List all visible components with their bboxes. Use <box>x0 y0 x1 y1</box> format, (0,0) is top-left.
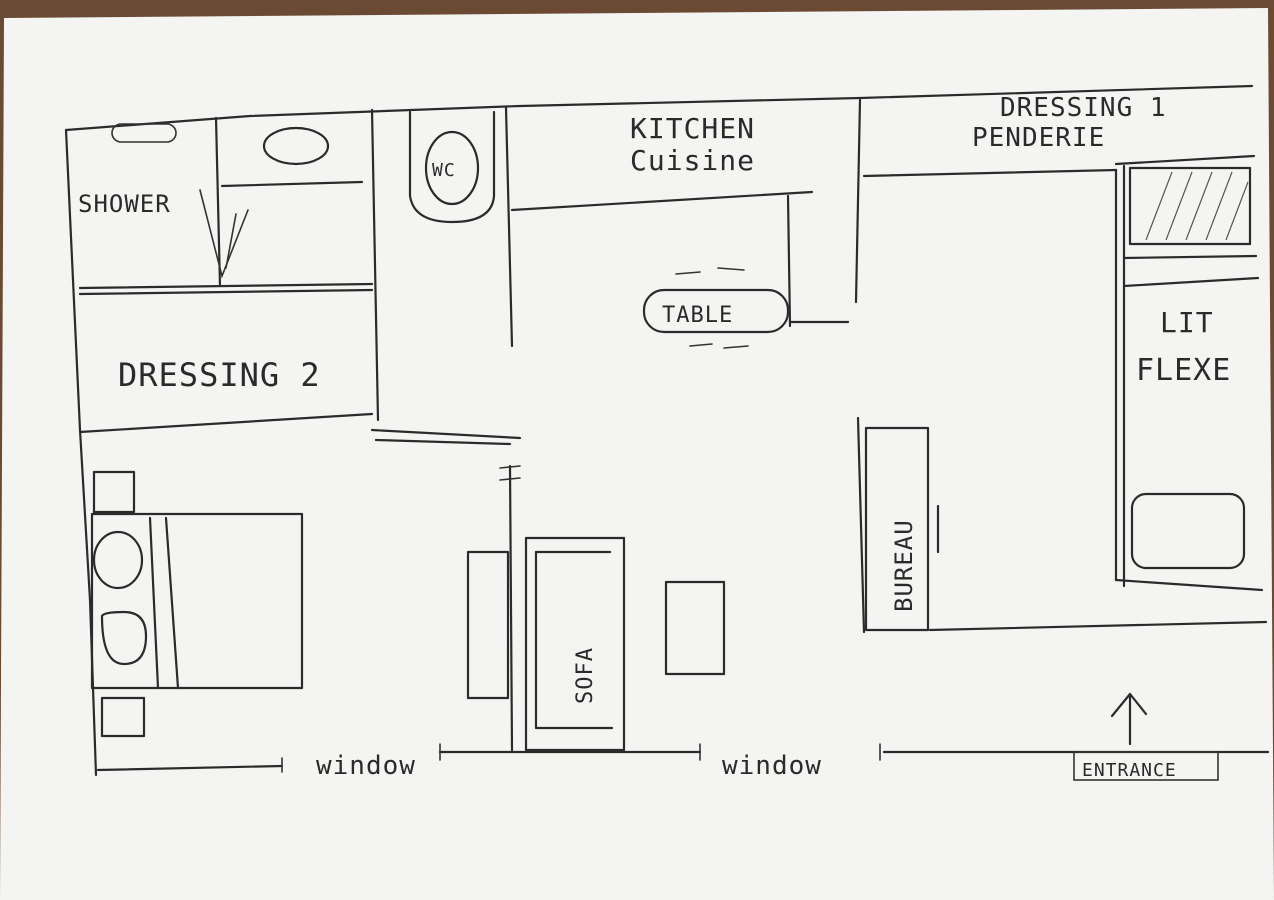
headboard-shape <box>1128 166 1252 246</box>
label-dressing-2: DRESSING 2 <box>118 356 321 394</box>
label-dressing-1: DRESSING 1 <box>1000 93 1167 123</box>
label-lit: LIT <box>1160 306 1214 339</box>
openings: window window ENTRANCE <box>316 692 1219 781</box>
dressing-2-area: DRESSING 2 <box>78 356 522 446</box>
bureau-area: BUREAU <box>856 416 940 634</box>
label-cuisine: Cuisine <box>630 144 755 177</box>
label-table: TABLE <box>662 303 733 328</box>
table-shape <box>642 288 790 334</box>
label-kitchen: KITCHEN <box>630 112 755 145</box>
label-window-left: window <box>316 751 416 781</box>
headboard-hatching <box>1145 171 1249 241</box>
pillow-shape <box>1130 492 1246 570</box>
bedroom-furniture <box>90 470 304 738</box>
sink-area <box>220 108 380 422</box>
nightstand-top-shape <box>92 470 136 514</box>
lit-flexe-area: LIT FLEXE <box>928 164 1268 632</box>
sofa-area: SOFA <box>466 464 726 752</box>
bed-shape <box>90 512 304 690</box>
side-table-shape <box>466 550 510 700</box>
shower-area: SHOWER <box>78 116 374 296</box>
label-window-right: window <box>722 751 822 781</box>
desk-shape <box>864 426 930 632</box>
pillow-1-shape <box>92 530 144 590</box>
label-entrance: ENTRANCE <box>1082 760 1177 781</box>
entrance-box <box>1073 751 1219 781</box>
entrance-arrow-icon <box>1110 692 1148 746</box>
paper-sheet <box>0 8 1274 900</box>
sink-icon <box>262 126 330 166</box>
label-sofa: SOFA <box>573 647 598 704</box>
label-bureau: BUREAU <box>890 519 918 612</box>
label-penderie: PENDERIE <box>972 123 1105 153</box>
label-flexe: FLEXE <box>1136 353 1231 388</box>
label-wc: WC <box>432 160 456 181</box>
dressing-1-area: DRESSING 1 PENDERIE <box>862 93 1256 178</box>
nightstand-bottom-shape <box>100 696 146 738</box>
label-shower: SHOWER <box>78 190 171 218</box>
coffee-table-shape <box>664 580 726 676</box>
shower-head-icon <box>111 123 177 143</box>
table-area: TABLE <box>642 267 790 349</box>
sofa-shape <box>524 536 626 752</box>
kitchen-area: KITCHEN Cuisine <box>510 98 862 328</box>
wc-area: WC <box>408 106 514 348</box>
toilet-icon <box>424 130 480 206</box>
